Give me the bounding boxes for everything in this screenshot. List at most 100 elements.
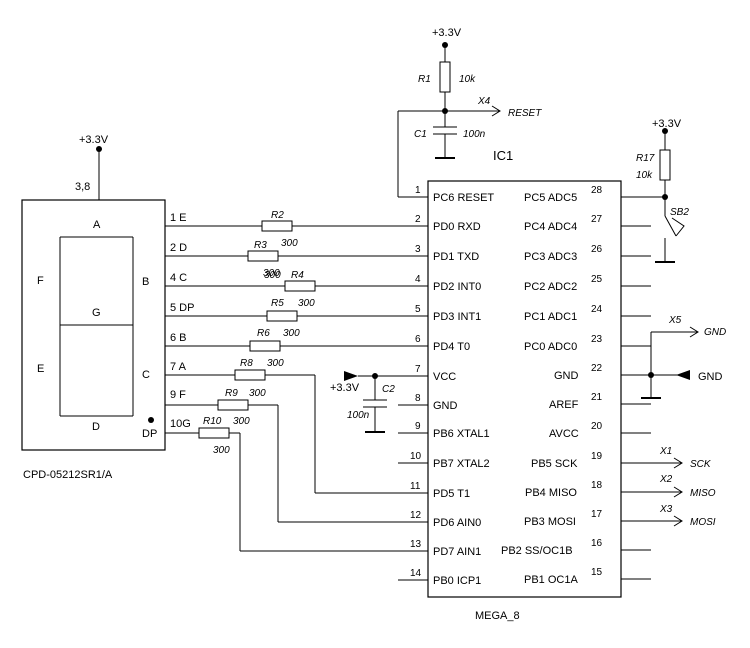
r17-value: 10k xyxy=(636,170,653,181)
svg-text:R2: R2 xyxy=(271,210,284,221)
svg-text:VCC: VCC xyxy=(433,371,456,383)
svg-text:PB6 XTAL1: PB6 XTAL1 xyxy=(433,428,490,440)
svg-text:16: 16 xyxy=(591,538,603,549)
svg-text:R3: R3 xyxy=(254,240,267,251)
svg-text:PD3 INT1: PD3 INT1 xyxy=(433,311,481,323)
r1-value: 10k xyxy=(459,74,476,85)
svg-text:23: 23 xyxy=(591,334,603,345)
svg-text:5 DP: 5 DP xyxy=(170,302,194,314)
r10-value-below: 300 xyxy=(213,445,230,456)
svg-text:R5: R5 xyxy=(271,298,284,309)
svg-text:3: 3 xyxy=(415,244,421,255)
c2-value: 100n xyxy=(347,410,370,421)
spi-connectors: X1 SCK X2 MISO X3 MOSI xyxy=(659,446,716,528)
svg-text:27: 27 xyxy=(591,214,603,225)
display-common-pins: 3,8 xyxy=(75,181,90,193)
svg-text:GND: GND xyxy=(433,400,458,412)
ic1-body xyxy=(427,180,622,598)
x1-name: X1 xyxy=(659,446,672,457)
svg-text:PD7 AIN1: PD7 AIN1 xyxy=(433,546,481,558)
x3-name: X3 xyxy=(659,504,673,515)
gnd-label: GND xyxy=(698,371,723,383)
svg-text:AVCC: AVCC xyxy=(549,428,579,440)
svg-text:8: 8 xyxy=(415,393,421,404)
svg-text:4 C: 4 C xyxy=(170,272,187,284)
svg-text:PD1 TXD: PD1 TXD xyxy=(433,251,479,263)
svg-text:7 A: 7 A xyxy=(170,361,187,373)
x4-name: X4 xyxy=(477,96,491,107)
svg-text:9 F: 9 F xyxy=(170,389,186,401)
seg-label-d: D xyxy=(92,421,100,433)
display-part: CPD-05212SR1/A xyxy=(23,469,113,481)
display-wiring: 1 E R2 300 2 D R3 300 4 C R4 300 5 DP R5… xyxy=(165,210,330,551)
gnd-network: X5 GND GND xyxy=(641,315,726,399)
x2-signal: MISO xyxy=(690,488,716,499)
seg-label-g: G xyxy=(92,307,101,319)
x1-signal: SCK xyxy=(690,459,712,470)
svg-text:PD6 AIN0: PD6 AIN0 xyxy=(433,517,481,529)
svg-text:PC1 ADC1: PC1 ADC1 xyxy=(524,311,577,323)
svg-text:10: 10 xyxy=(410,451,422,462)
svg-text:25: 25 xyxy=(591,274,603,285)
svg-text:28: 28 xyxy=(591,185,603,196)
svg-text:1 E: 1 E xyxy=(170,212,187,224)
svg-text:24: 24 xyxy=(591,304,603,315)
svg-text:PD4 T0: PD4 T0 xyxy=(433,341,470,353)
x5-signal: GND xyxy=(704,327,726,338)
supply-label-display: +3.3V xyxy=(79,134,109,146)
svg-text:R4: R4 xyxy=(291,270,304,281)
svg-text:PB1 OC1A: PB1 OC1A xyxy=(524,574,578,586)
svg-text:2 D: 2 D xyxy=(170,242,187,254)
c1-value: 100n xyxy=(463,129,486,140)
svg-text:300: 300 xyxy=(249,388,266,399)
svg-text:R10: R10 xyxy=(203,416,222,427)
dp-dot xyxy=(148,417,154,423)
vcc-network: +3.3V C2 100n xyxy=(330,371,395,433)
svg-text:PB5 SCK: PB5 SCK xyxy=(531,458,578,470)
svg-text:300: 300 xyxy=(263,268,280,279)
svg-text:14: 14 xyxy=(410,568,422,579)
svg-text:PB3 MOSI: PB3 MOSI xyxy=(524,516,576,528)
svg-text:PB7 XTAL2: PB7 XTAL2 xyxy=(433,458,490,470)
svg-text:PD5 T1: PD5 T1 xyxy=(433,488,470,500)
svg-text:PC3 ADC3: PC3 ADC3 xyxy=(524,251,577,263)
c2-name: C2 xyxy=(382,384,395,395)
svg-text:26: 26 xyxy=(591,244,603,255)
svg-text:21: 21 xyxy=(591,392,603,403)
svg-text:9: 9 xyxy=(415,421,421,432)
svg-text:300: 300 xyxy=(298,298,315,309)
svg-text:6 B: 6 B xyxy=(170,332,187,344)
supply-label-top: +3.3V xyxy=(432,27,462,39)
r17-name: R17 xyxy=(636,153,655,164)
seg-label-b: B xyxy=(142,276,149,288)
seg-label-dp: DP xyxy=(142,428,157,440)
svg-text:2: 2 xyxy=(415,214,421,225)
sb2-lever xyxy=(664,215,677,237)
svg-text:10G: 10G xyxy=(170,418,191,430)
svg-text:12: 12 xyxy=(410,510,422,521)
svg-text:PB2 SS/OC1B: PB2 SS/OC1B xyxy=(501,545,573,557)
svg-text:300: 300 xyxy=(283,328,300,339)
svg-text:20: 20 xyxy=(591,421,603,432)
seven-segment-display: +3.3V 3,8 A B C D E F G DP CPD-05212SR1/… xyxy=(21,134,166,481)
svg-text:PC6 RESET: PC6 RESET xyxy=(433,192,494,204)
svg-text:300: 300 xyxy=(281,238,298,249)
svg-text:17: 17 xyxy=(591,509,603,520)
